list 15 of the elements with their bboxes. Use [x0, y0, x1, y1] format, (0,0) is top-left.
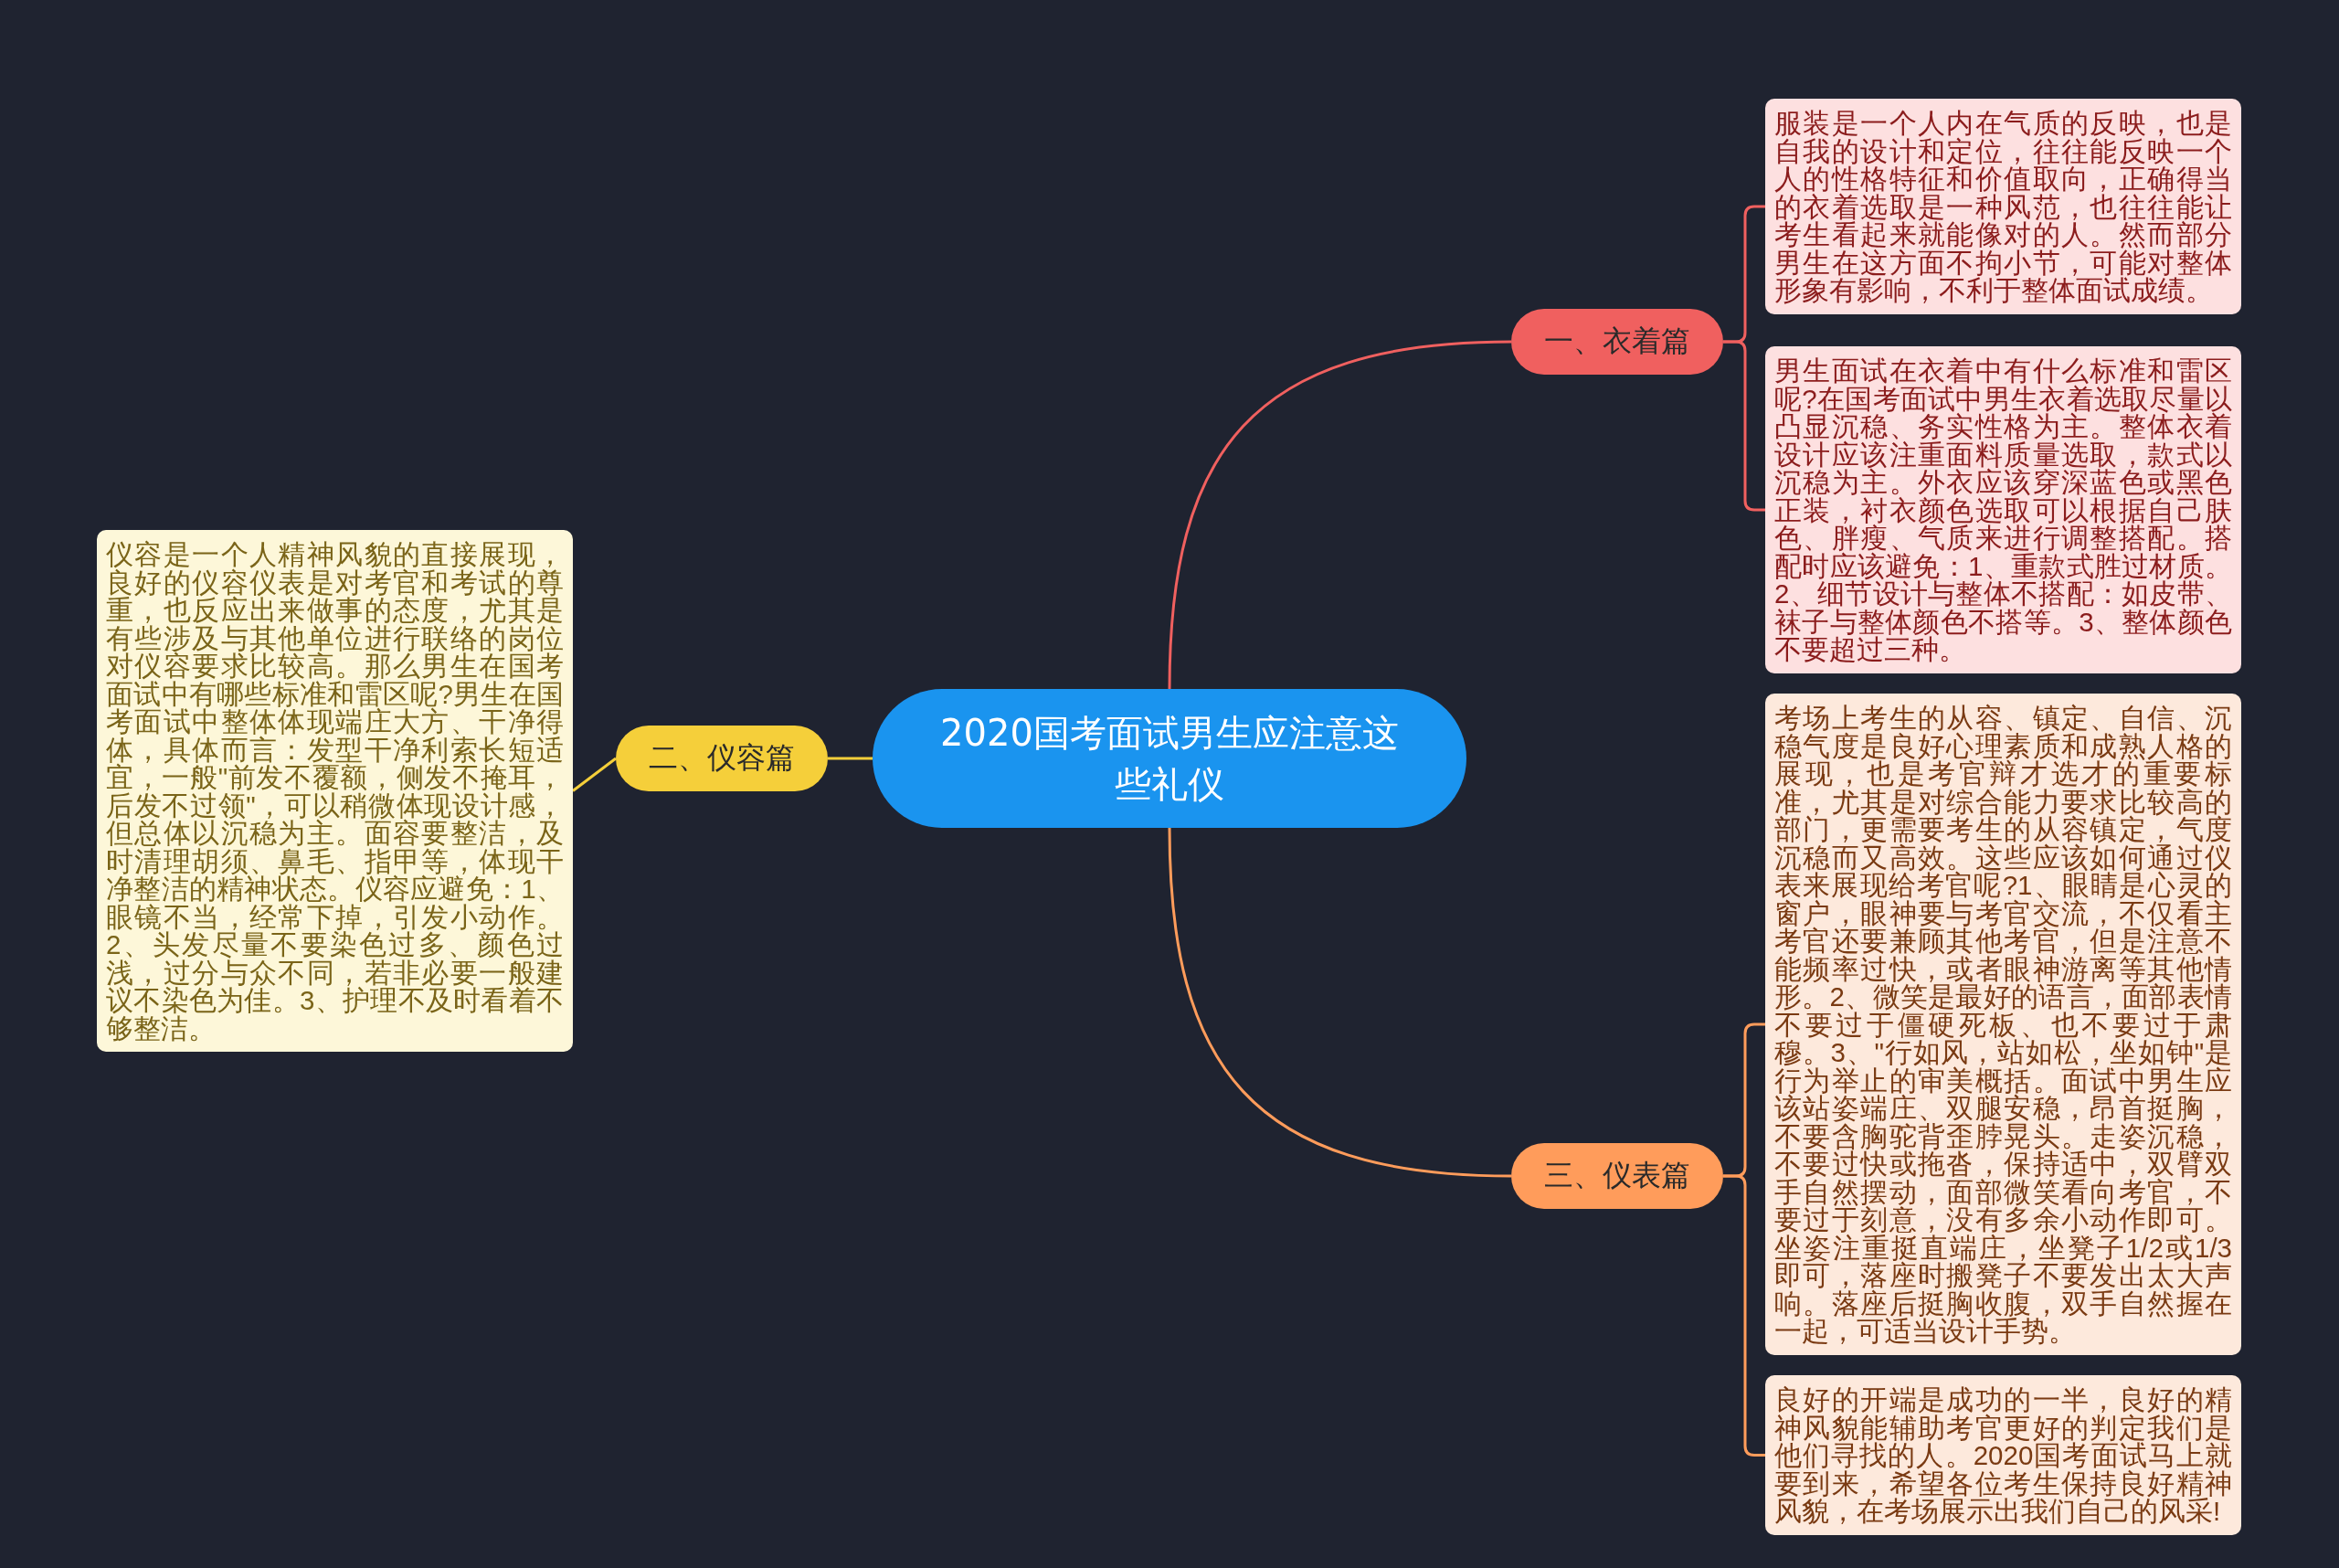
text-card: 仪容是一个人精神风貌的直接展现，良好的仪容仪表是对考官和考试的尊重，也反应出来做事的态度，尤其是有些涉及与其他单位进行联络的岗位对仪容要求比较高。那么男生在国考面试中有哪些标准和雷区呢?男生在国考面试中整体体现端庄大方、干净得体，具体而言：发型干净利索长短适宜，一般"前发不覆额，侧发不掩耳，后发不过领"，可以稍微体现设计感，但总体以沉稳为主。面容要整洁，及时清理胡须、鼻毛、指甲等，体现干净整洁的精神状态。仪容应避免：1、眼镜不当，经常下掉，引发小动作。2、头发尽量不要染色过多、颜色过浅，过分与众不同，若非必要一般建议不染色为佳。3、护理不及时看着不够整洁。 — [97, 530, 573, 1052]
branch-bubble: 一、衣着篇 — [1511, 309, 1723, 375]
connector-line — [572, 757, 617, 792]
connector-line — [1168, 827, 1512, 1178]
branch-bubble: 三、仪表篇 — [1511, 1143, 1723, 1209]
topic-bubble: 2020国考面试男生应注意这些礼仪 — [873, 689, 1466, 828]
text-card: 考场上考生的从容、镇定、自信、沉稳气度是良好心理素质和成熟人格的展现，也是考官辩才选才的重要标准，尤其是对综合能力要求比较高的部门，更需要考生的从容镇定，气度沉稳而又高效。这些应该如何通过仪表来展现给考官呢?1、眼睛是心灵的窗户，眼神要与考官交流，不仅看主考官还要兼顾其他考官，但是注意不能频率过快，或者眼神游离等其他情形。2、微笑是最好的语言，面部表情不要过于僵硬死板、也不要过于肃穆。3、"行如风，站如松，坐如钟"是行为举止的审美概括。面试中男生应该站姿端庄、双腿安稳，昂首挺胸，不要含胸驼背歪脖晃头。走姿沉稳，不要过快或拖沓，保持适中，双臂双手自然摆动，面部微笑看向考官，不要过于刻意，没有多余小动作即可。坐姿注重挺直端庄，坐凳子1/2或1/3即可，落座时搬凳子不要发出太大声响。落座后挺胸收腹，双手自然握在一起，可适当设计手势。 — [1765, 694, 2241, 1355]
text-card: 服装是一个人内在气质的反映，也是自我的设计和定位，往往能反映一个人的性格特征和价值取向，正确得当的衣着选取是一种风范，也往往能让考生看起来就能像对的人。然而部分男生在这方面不拘小节，可能对整体形象有影响，不利于整体面试成绩。 — [1765, 99, 2241, 314]
text-card: 良好的开端是成功的一半，良好的精神风貌能辅助考官更好的判定我们是他们寻找的人。2020国考面试马上就要到来，希望各位考生保持良好精神风貌，在考场展示出我们自己的风采! — [1765, 1375, 2241, 1535]
branch-bubble: 二、仪容篇 — [616, 726, 828, 791]
connector-line — [828, 757, 873, 760]
connector-line — [1168, 340, 1512, 690]
connector-line — [1723, 1174, 1765, 1457]
text-card: 男生面试在衣着中有什么标准和雷区呢?在国考面试中男生衣着选取尽量以凸显沉稳、务实性格为主。整体衣着设计应该注重面料质量选取，款式以沉稳为主。外衣应该穿深蓝色或黑色正装，衬衣颜色选取可以根据自己肤色、胖瘦、气质来进行调整搭配。搭配时应该避免：1、重款式胜过材质。2、细节设计与整体不搭配：如皮带、袜子与整体颜色不搭等。3、整体颜色不要超过三种。 — [1765, 346, 2241, 673]
connector-line — [1723, 340, 1765, 512]
